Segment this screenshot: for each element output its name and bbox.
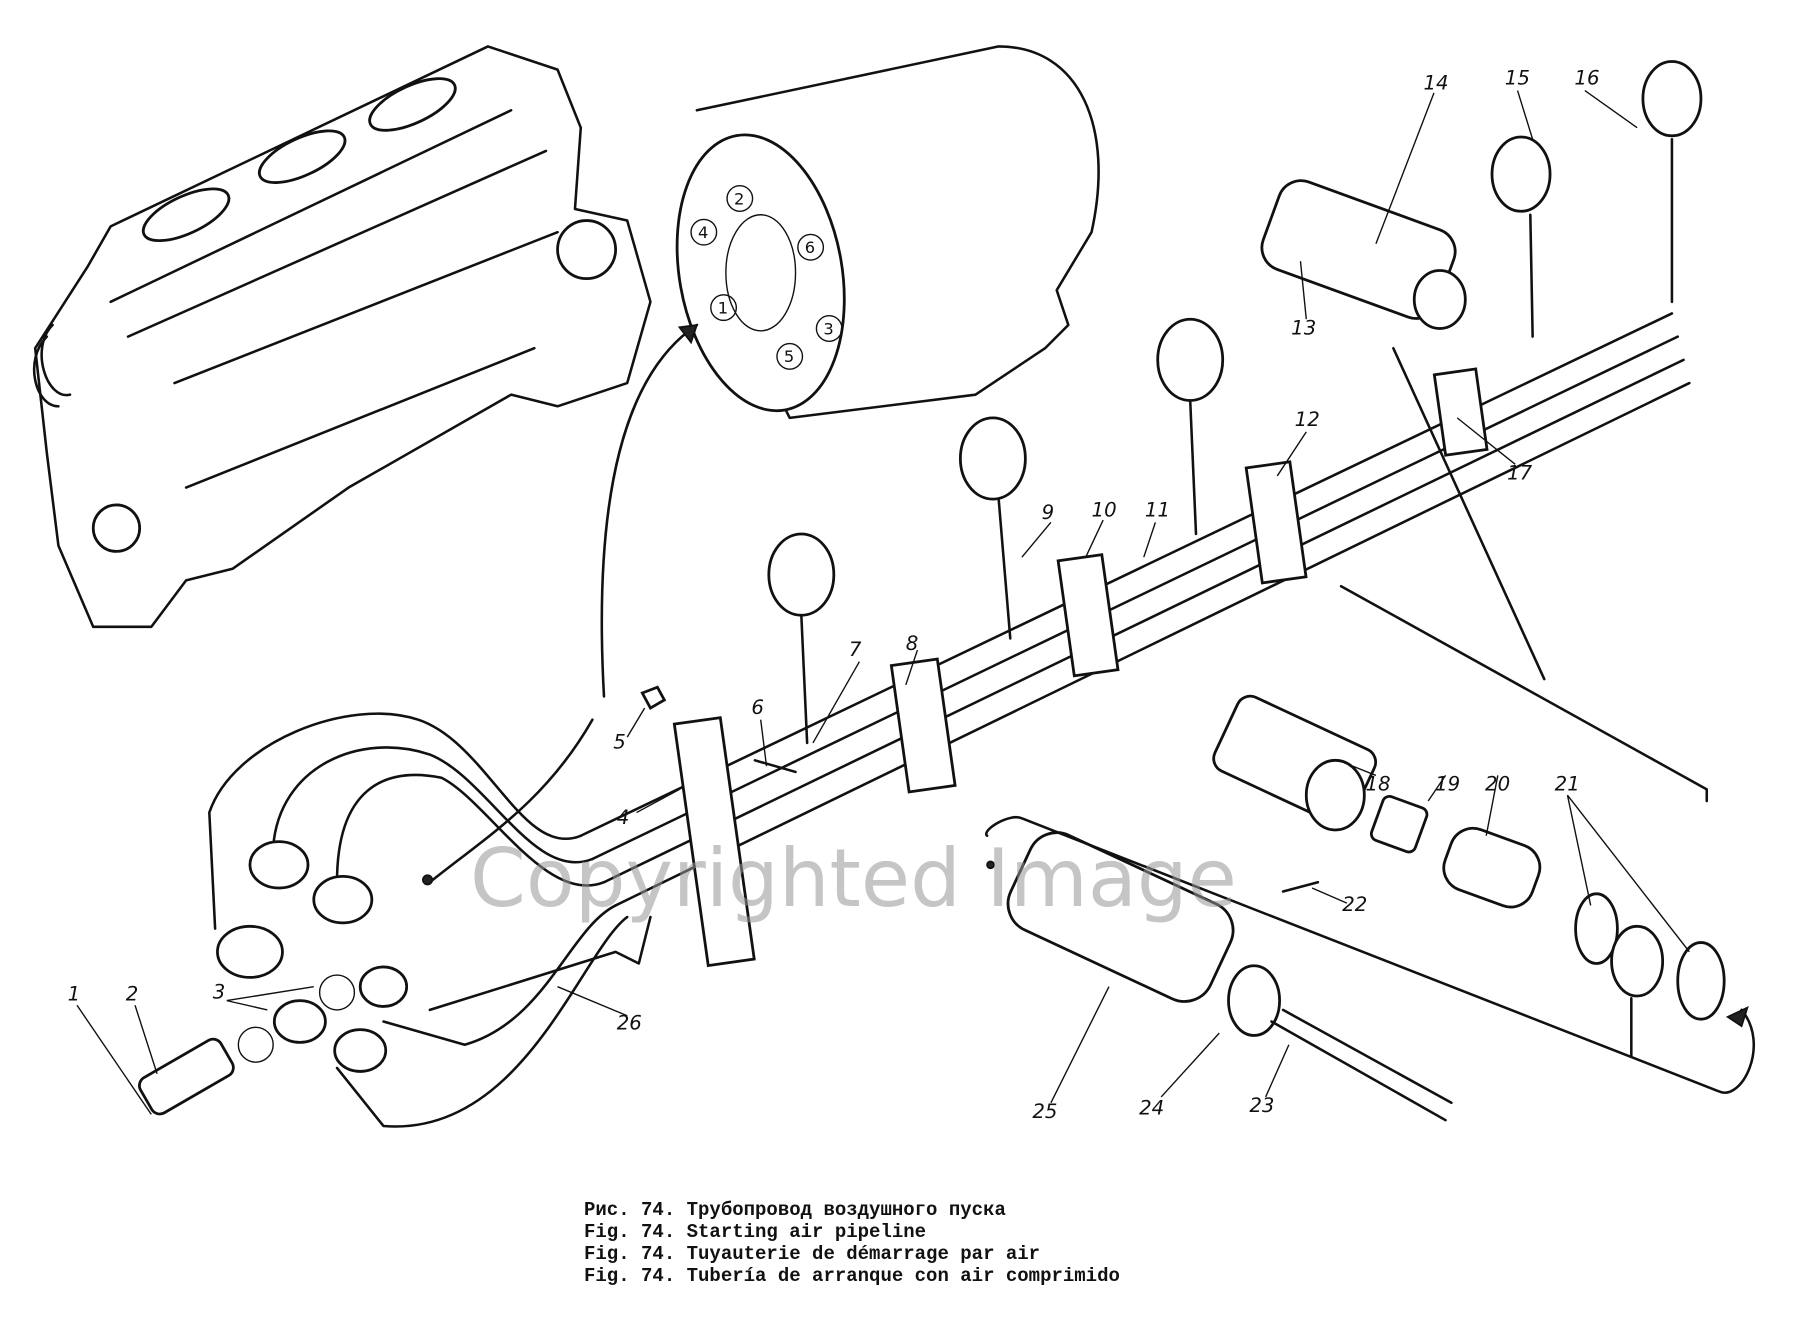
exploded-parts <box>138 694 1755 1122</box>
cylinder-label: 3 <box>823 319 833 338</box>
callout-11: 11 <box>1145 499 1170 522</box>
callout-9: 9 <box>1042 501 1055 524</box>
callout-12: 12 <box>1295 408 1320 431</box>
cylinder-label: 6 <box>805 238 815 257</box>
callout-4: 4 <box>617 806 630 829</box>
callout-7: 7 <box>849 638 862 661</box>
callout-10: 10 <box>1092 499 1117 522</box>
air-distributor: 2 4 6 1 3 5 <box>675 45 1100 420</box>
callout-21: 21 <box>1555 773 1580 796</box>
callout-5: 5 <box>613 731 626 754</box>
callout-1: 1 <box>68 983 81 1006</box>
pipe-bundle <box>208 312 1691 1128</box>
cylinder-label: 2 <box>734 189 744 208</box>
callout-16: 16 <box>1574 67 1599 90</box>
callout-24: 24 <box>1139 1096 1164 1119</box>
callout-2: 2 <box>126 983 139 1006</box>
caption-french: Fig. 74. Tuyauterie de démarrage par air <box>584 1243 1041 1265</box>
clamps <box>640 367 1489 968</box>
callout-18: 18 <box>1365 773 1390 796</box>
callout-25: 25 <box>1032 1100 1057 1123</box>
callout-6: 6 <box>751 696 764 719</box>
check-valve <box>1260 179 1709 803</box>
callout-8: 8 <box>906 632 919 655</box>
caption-russian: Рис. 74. Трубопровод воздушного пуска <box>584 1199 1006 1221</box>
connection-arrow <box>600 323 699 698</box>
callouts: 1 2 3 4 5 6 7 8 9 10 11 12 13 14 15 16 1… <box>68 67 1690 1123</box>
callout-14: 14 <box>1424 71 1449 94</box>
cylinder-label: 5 <box>784 347 794 366</box>
cylinder-label: 1 <box>718 298 728 317</box>
caption-spanish: Fig. 74. Tubería de arranque con air com… <box>584 1265 1120 1287</box>
callout-13: 13 <box>1291 316 1316 339</box>
engine-block <box>32 45 652 629</box>
callout-17: 17 <box>1507 461 1533 484</box>
caption-english: Fig. 74. Starting air pipeline <box>584 1221 927 1243</box>
banjo-fittings <box>216 60 1703 1073</box>
watermark: Copyrighted Image <box>470 832 1237 925</box>
callout-19: 19 <box>1435 773 1460 796</box>
callout-22: 22 <box>1342 893 1367 916</box>
callout-3: 3 <box>213 980 226 1003</box>
callout-26: 26 <box>617 1012 642 1035</box>
callout-23: 23 <box>1249 1094 1274 1117</box>
callout-15: 15 <box>1505 67 1530 90</box>
cylinder-label: 4 <box>698 223 708 242</box>
callout-20: 20 <box>1485 773 1510 796</box>
